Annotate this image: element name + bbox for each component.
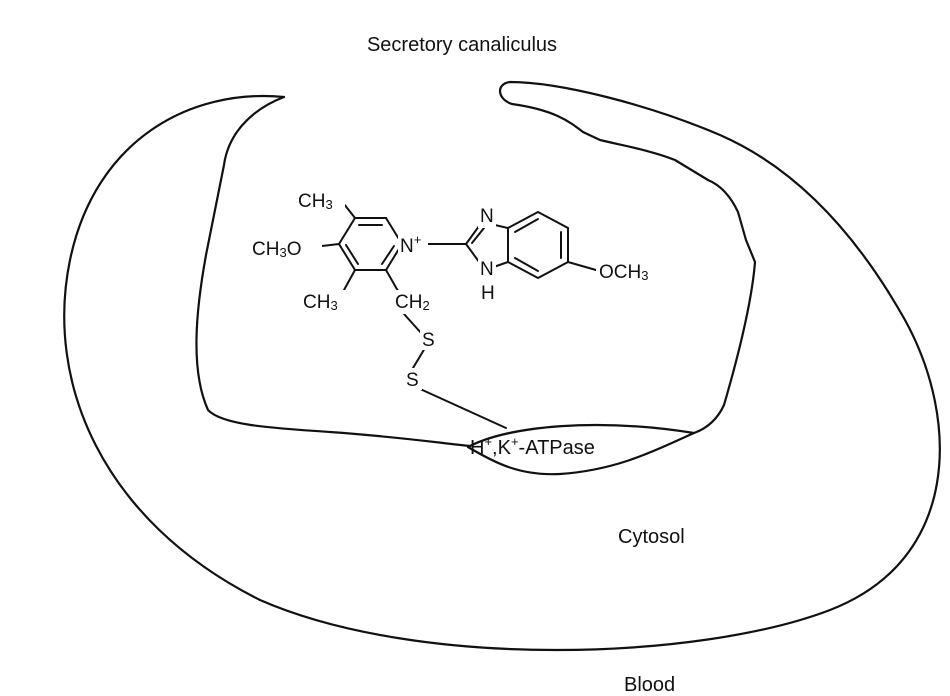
imidazole-nh-n-label: N	[480, 259, 494, 280]
pyridinium-ring	[337, 217, 404, 271]
cell-outer-membrane	[63, 80, 941, 652]
bond-s-s	[412, 347, 426, 369]
ch3-top-label: CH3	[298, 191, 333, 212]
bond-ch2-s	[403, 313, 423, 335]
imidazole-n-label: N	[480, 206, 494, 227]
canalicular-membrane	[195, 95, 757, 448]
bond-ch2	[385, 269, 399, 292]
bond-ch3-top	[343, 203, 356, 219]
sulfur-1-label: S	[422, 330, 435, 351]
atpase-label: H+,K+-ATPase	[470, 434, 595, 459]
bond-s-enzyme	[417, 387, 507, 429]
sulfur-2-label: S	[406, 370, 419, 391]
och3-right-label: OCH3	[599, 262, 648, 283]
atpase-enzyme-shape	[466, 423, 696, 476]
ch2-label: CH2	[395, 292, 430, 313]
blood-label: Blood	[624, 674, 675, 696]
bond-och3-right	[567, 261, 597, 271]
secretory-canaliculus-label: Secretory canaliculus	[367, 34, 557, 56]
ch3-bottom-label: CH3	[303, 292, 338, 313]
bond-och3-left	[321, 243, 340, 247]
bond-ch3-bottom	[343, 269, 356, 291]
pyridinium-n-label: N+	[400, 232, 421, 257]
cytosol-label: Cytosol	[618, 526, 685, 548]
och3-left-label: CH3O	[252, 239, 301, 260]
imidazole-nh-h-label: H	[481, 283, 495, 304]
